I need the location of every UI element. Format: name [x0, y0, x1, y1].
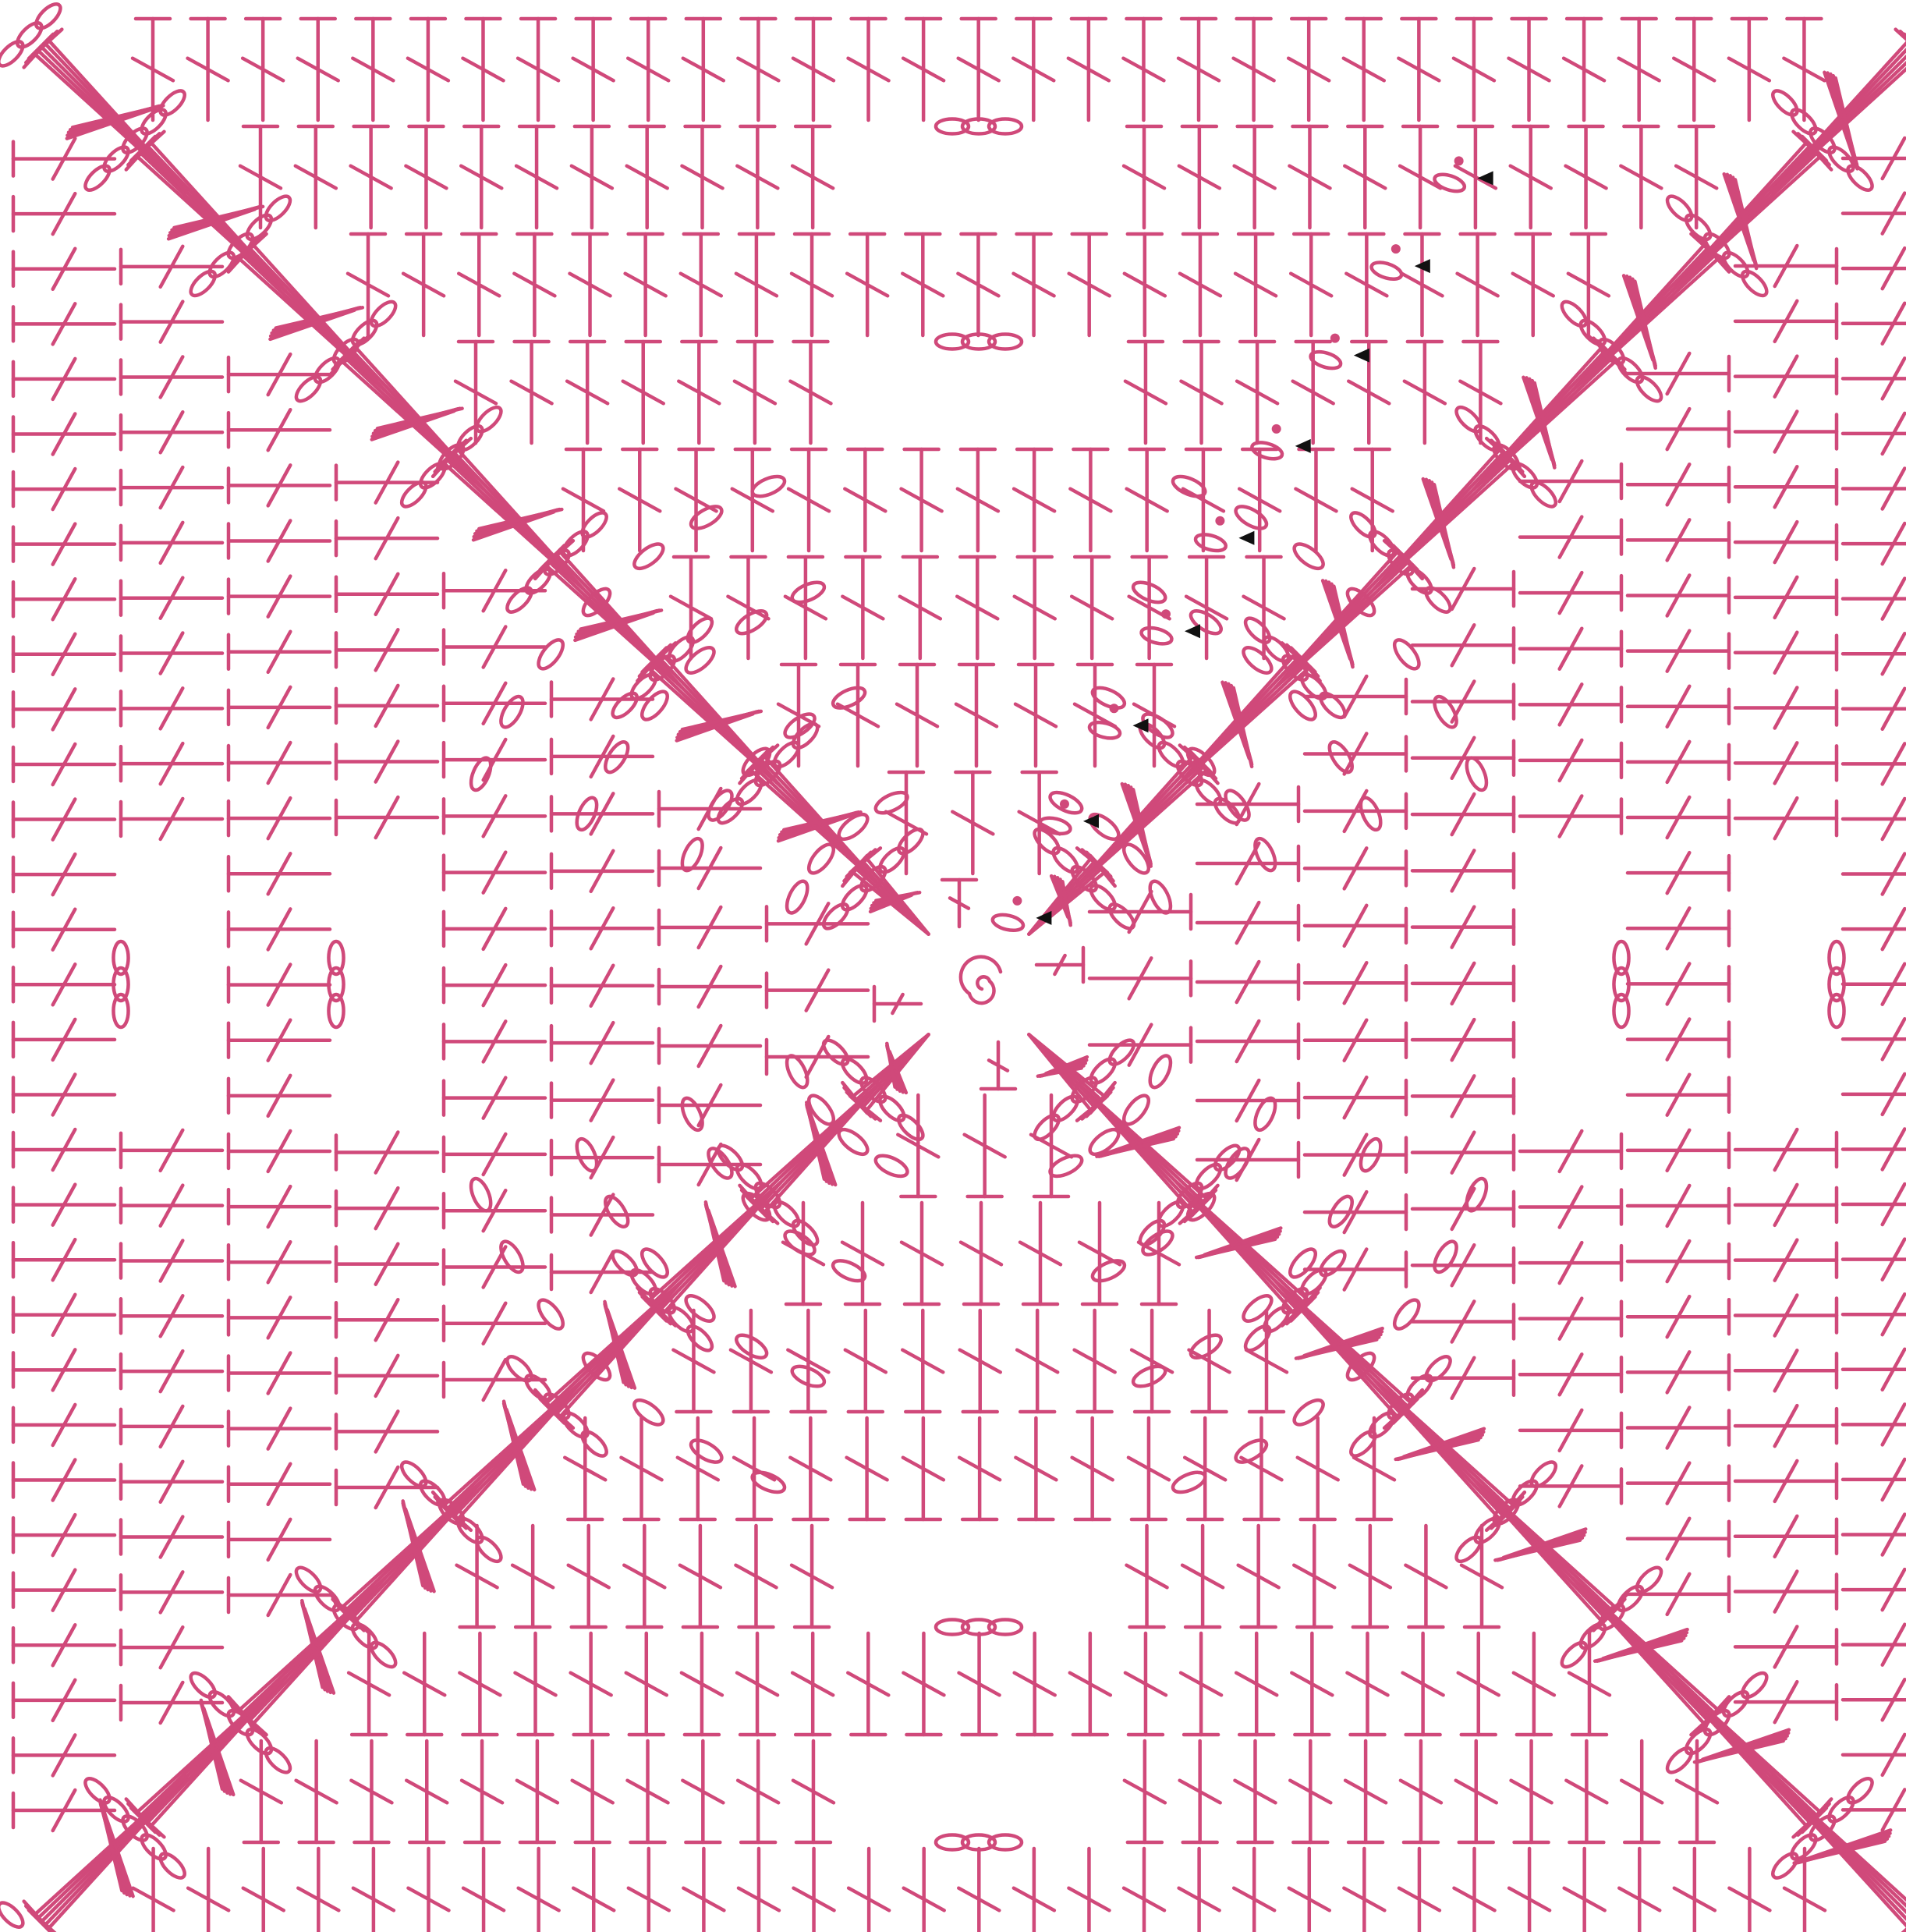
slip-stitch-dot — [1272, 424, 1281, 434]
slip-stitch-dot — [1012, 896, 1022, 906]
slip-stitch-dot — [1060, 799, 1069, 809]
slip-stitch-dot — [1215, 516, 1224, 526]
slip-stitch-dot — [1391, 244, 1401, 253]
slip-stitch-dot — [1454, 156, 1464, 165]
slip-stitch-dot — [1161, 609, 1171, 619]
slip-stitch-dot — [1330, 334, 1340, 343]
slip-stitch-dot — [1110, 704, 1119, 713]
